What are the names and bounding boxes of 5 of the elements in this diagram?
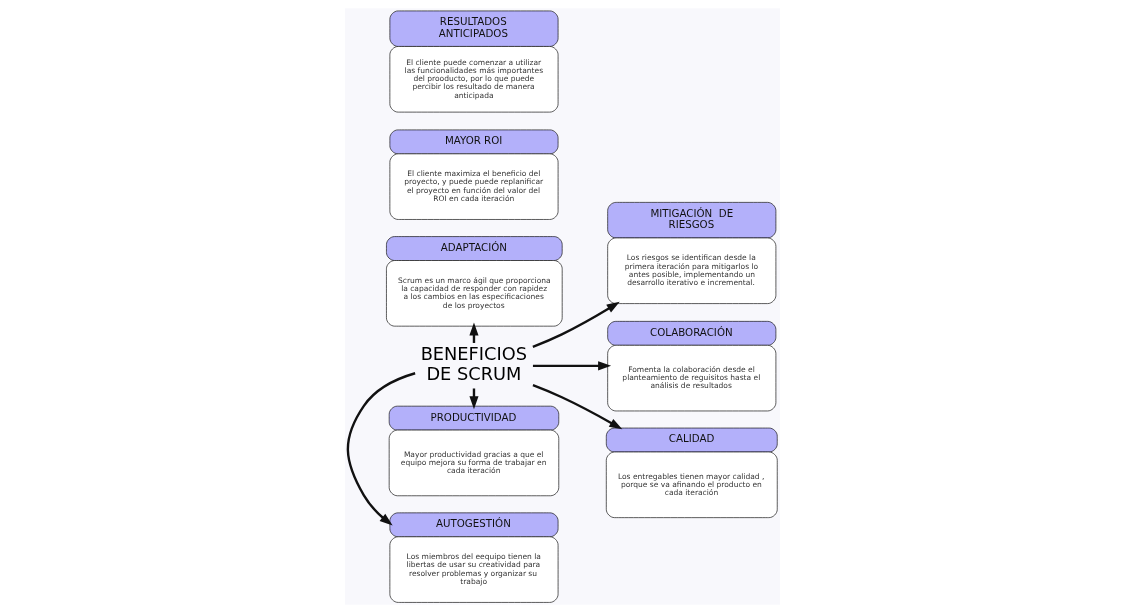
node-text: BENEFICIOS DE SCRUM [420, 344, 527, 385]
arrow [532, 301, 620, 348]
arrow [532, 384, 623, 430]
arrow [346, 372, 416, 526]
arrow [532, 361, 612, 371]
